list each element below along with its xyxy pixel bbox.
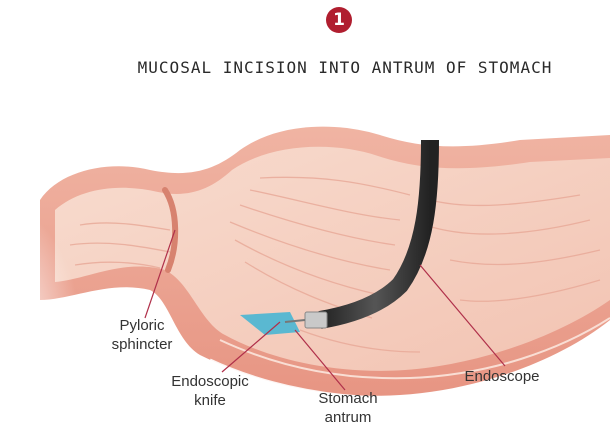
label-knife-line1: Endoscopic — [160, 372, 260, 391]
label-endoscopic-knife: Endoscopic knife — [160, 372, 260, 410]
diagram-title: MUCOSAL INCISION INTO ANTRUM OF STOMACH — [0, 58, 610, 77]
label-pyloric-line2: sphincter — [102, 335, 182, 354]
label-endoscope: Endoscope — [452, 367, 552, 386]
label-antrum-line2: antrum — [308, 408, 388, 427]
label-stomach-antrum: Stomach antrum — [308, 389, 388, 427]
label-pyloric-sphincter: Pyloric sphincter — [102, 316, 182, 354]
endoscope-tip — [305, 312, 327, 328]
left-fade — [0, 180, 160, 431]
label-knife-line2: knife — [160, 391, 260, 410]
label-antrum-line1: Stomach — [308, 389, 388, 408]
label-pyloric-line1: Pyloric — [102, 316, 182, 335]
step-number-badge: 1 — [326, 7, 352, 33]
